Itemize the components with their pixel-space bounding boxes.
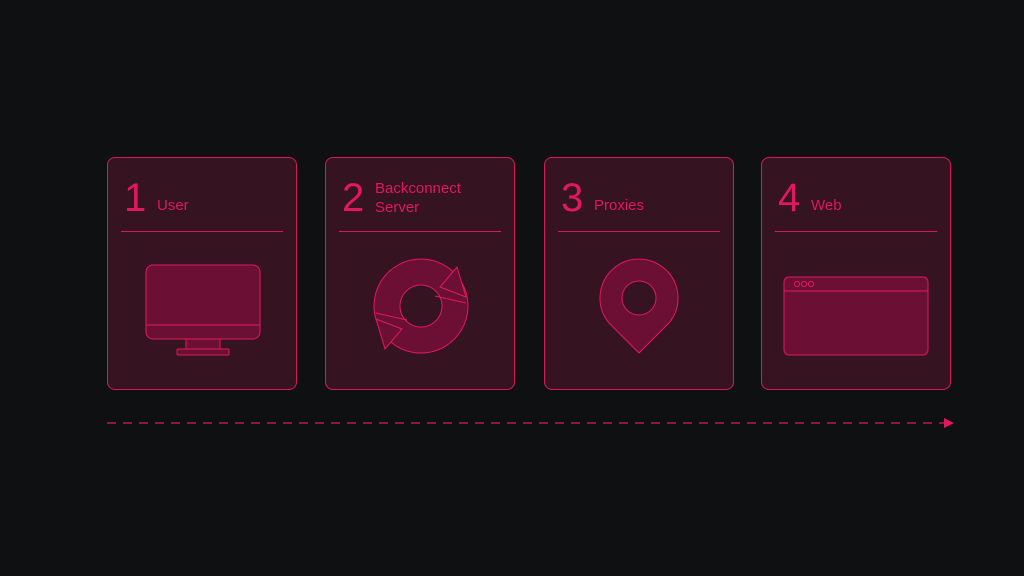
flow-direction-arrow: [106, 415, 956, 436]
step-label: User: [157, 197, 189, 214]
step-card-backconnect-server: 2 Backconnect Server: [325, 157, 515, 390]
step-number: 3: [561, 176, 584, 220]
monitor-icon: [108, 253, 296, 363]
refresh-cycle-icon: [326, 253, 514, 363]
step-card-web: 4 Web: [761, 157, 951, 390]
step-card-header: 2 Backconnect Server: [326, 158, 514, 232]
step-card-user: 1 User: [107, 157, 297, 390]
step-number: 1: [124, 176, 147, 220]
location-pin-icon: [545, 253, 733, 363]
card-divider: [121, 231, 283, 232]
card-divider: [558, 231, 720, 232]
step-card-header: 3 Proxies: [545, 158, 733, 232]
step-number: 4: [778, 176, 801, 220]
card-divider: [775, 231, 937, 232]
step-label: Web: [811, 197, 842, 214]
card-divider: [339, 231, 501, 232]
step-card-header: 4 Web: [762, 158, 950, 232]
step-card-header: 1 User: [108, 158, 296, 232]
step-label: Backconnect Server: [375, 180, 461, 216]
browser-window-icon: [762, 253, 950, 363]
step-number: 2: [342, 176, 365, 220]
step-card-proxies: 3 Proxies: [544, 157, 734, 390]
step-label: Proxies: [594, 197, 645, 214]
